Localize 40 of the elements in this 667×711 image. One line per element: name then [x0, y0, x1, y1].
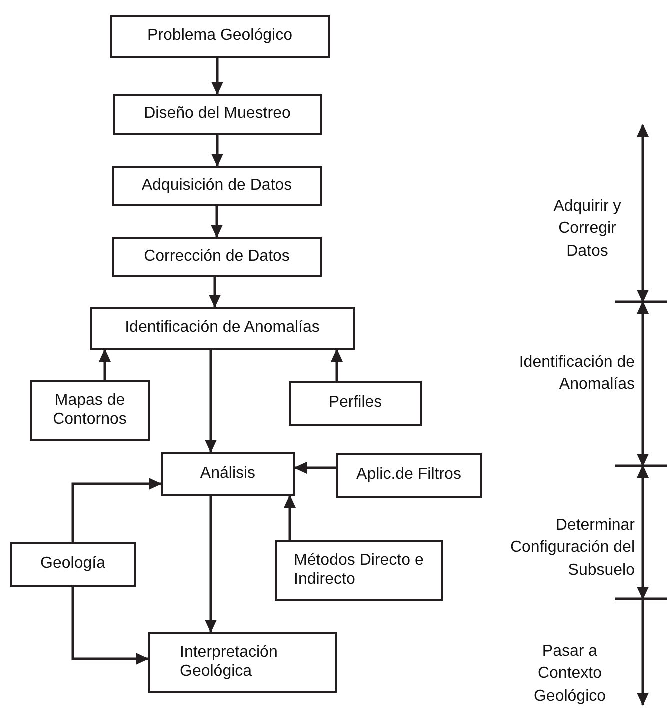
stage-label: Identificación de Anomalías — [518, 353, 635, 396]
process-box — [161, 452, 295, 496]
arrow — [211, 206, 223, 238]
arrow — [212, 135, 224, 167]
arrow — [72, 478, 162, 542]
arrow — [209, 277, 221, 308]
box-label: Interpretación Geológica — [180, 644, 279, 681]
process-box — [113, 94, 322, 135]
arrow — [72, 587, 149, 665]
process-box — [112, 166, 322, 206]
arrow — [99, 349, 111, 380]
process-box — [336, 453, 482, 498]
process-box — [30, 380, 150, 441]
process-box — [112, 237, 322, 277]
arrow — [284, 495, 296, 540]
box-label: Adquisición de Datos — [142, 176, 292, 196]
box-label: Identificación de Anomalías — [125, 319, 320, 338]
box-label: Métodos Directo e Indirecto — [294, 552, 424, 589]
box-label: Análisis — [200, 464, 256, 484]
box-label: Mapas de Contornos — [52, 392, 128, 429]
stage-label: Adquirir y Corregir Datos — [552, 197, 622, 262]
arrow — [205, 350, 217, 453]
arrow — [331, 349, 343, 381]
arrow — [205, 496, 217, 633]
box-label: Corrección de Datos — [144, 248, 290, 266]
process-box — [10, 542, 136, 587]
box-label: Aplic.de Filtros — [356, 466, 462, 485]
arrow — [294, 462, 336, 474]
box-label: Problema Geológico — [148, 27, 292, 46]
process-box — [110, 15, 330, 58]
process-box — [90, 307, 355, 350]
arrow — [212, 58, 224, 95]
box-label: Geología — [40, 555, 106, 574]
process-box — [148, 632, 337, 693]
stage-label: Pasar a Contexto Geológico — [532, 642, 608, 707]
process-box — [275, 540, 443, 601]
box-label: Perfiles — [328, 394, 382, 413]
box-label: Diseño del Muestreo — [144, 105, 291, 124]
stage-label: Determinar Configuración del Subsuelo — [509, 516, 635, 581]
process-box — [289, 381, 422, 426]
